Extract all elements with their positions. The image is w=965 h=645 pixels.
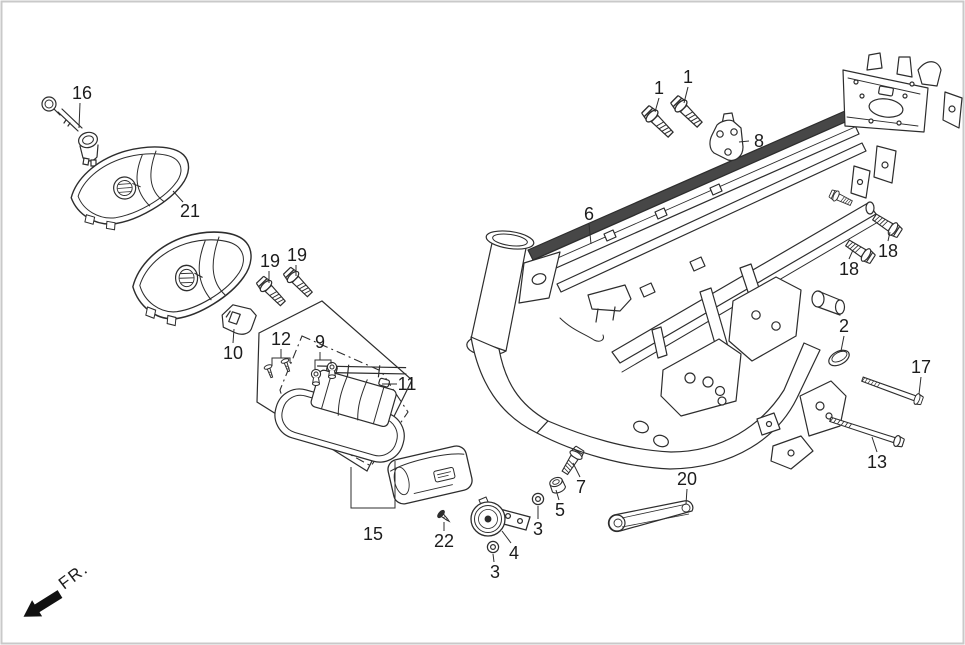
leader-line-6 [588, 223, 592, 245]
screw-12b [280, 357, 294, 374]
grommet-9a [310, 368, 322, 387]
leader-lines [78, 86, 922, 563]
leader-line-9 [314, 352, 321, 369]
bracket-clip [221, 304, 257, 335]
frame-drawing [466, 52, 963, 470]
leader-line-18 [887, 231, 891, 242]
leader-line-20 [685, 488, 688, 505]
screw-22 [437, 509, 451, 523]
battery-tray [274, 363, 407, 463]
washer-3b [486, 540, 500, 554]
leader-line-1 [683, 86, 689, 104]
leader-line-10 [232, 328, 235, 344]
grommet-9b [326, 361, 338, 380]
screw-12a [263, 363, 277, 380]
battery-box-outline [279, 335, 409, 467]
leader-line-16 [78, 102, 81, 129]
leader-line-18 [848, 249, 854, 260]
key-set [41, 96, 99, 167]
leader-line-12 [281, 357, 291, 363]
bolt-7 [558, 444, 587, 477]
bolt-1b [668, 93, 706, 131]
bolt-1a [639, 103, 677, 141]
leader-line-21 [172, 190, 184, 203]
seat-stud-bolt [827, 188, 854, 209]
leader-line-7 [572, 462, 581, 478]
flange-nut-5 [549, 476, 567, 494]
oval-cap [828, 349, 850, 367]
hanger-plate [709, 112, 744, 161]
leader-line-12 [271, 349, 282, 366]
bolt-19a [254, 274, 289, 309]
fr-direction-arrow: FR. [23, 559, 92, 617]
leader-line-3 [492, 553, 495, 563]
battery-cover [387, 445, 473, 505]
leader-line-1 [654, 97, 660, 113]
side-cover-upper [67, 143, 194, 234]
bolt-18b [870, 210, 905, 240]
horn [470, 496, 531, 537]
pipe [607, 500, 694, 533]
washer-3a [531, 492, 545, 506]
bolt-18a [843, 236, 878, 266]
leader-line-17 [918, 376, 922, 395]
leader-line-15 [350, 461, 396, 509]
bolt-19b [281, 265, 316, 300]
fr-label: FR. [55, 559, 92, 593]
leader-line-9 [320, 359, 332, 364]
leader-line-13 [871, 436, 878, 453]
leader-line-5 [555, 489, 560, 501]
leader-line-2 [840, 335, 845, 352]
bolt-17 [859, 373, 925, 407]
leader-line-8 [738, 140, 750, 143]
leader-line-4 [501, 530, 512, 544]
